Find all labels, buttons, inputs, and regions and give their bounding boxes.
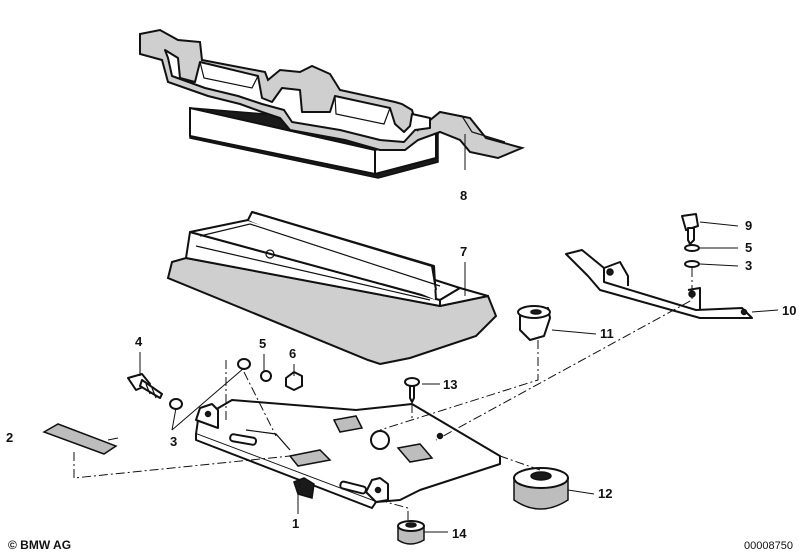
callouts: 1 2 3 3 4 5 5 6 7 8 9 10 11 12 13 14 [6, 188, 796, 541]
part-11-grommet [517, 305, 551, 341]
callout-5-right: 5 [745, 240, 752, 255]
part-2-felt-strip [42, 423, 118, 455]
callout-8: 8 [460, 188, 467, 203]
callout-7: 7 [460, 244, 467, 259]
part-3-washer-right [237, 358, 251, 370]
part-5-washer-right [684, 244, 700, 252]
part-3-washer-right-bracket [684, 260, 700, 268]
copyright-label: © BMW AG [8, 538, 72, 552]
part-3-washer-left [169, 398, 183, 410]
callout-5-left: 5 [259, 336, 266, 351]
callout-12: 12 [598, 486, 612, 501]
assembly-lines [73, 268, 693, 520]
part-10-bracket [565, 249, 753, 319]
callout-2: 2 [6, 430, 13, 445]
part-4-bolt [127, 373, 163, 399]
part-13-screw [404, 377, 420, 403]
callout-3-left: 3 [170, 434, 177, 449]
callout-10: 10 [782, 303, 796, 318]
callout-9: 9 [745, 218, 752, 233]
callout-1: 1 [292, 516, 299, 531]
leader-lines [107, 134, 779, 533]
callout-4: 4 [135, 334, 143, 349]
callout-6: 6 [289, 346, 296, 361]
part-9-bolt [681, 213, 699, 245]
part-12-bushing [513, 467, 569, 510]
part-14-nut [397, 520, 425, 545]
diagram-id-label: 00008750 [744, 540, 793, 552]
part-1-base-plate [195, 399, 501, 509]
callout-14: 14 [452, 526, 467, 541]
callout-13: 13 [443, 377, 457, 392]
part-5-lock-washer [260, 370, 272, 382]
callout-11: 11 [600, 326, 614, 341]
part-8-tray [139, 28, 526, 179]
part-7-frame [166, 211, 498, 366]
callout-3-right: 3 [745, 258, 752, 273]
